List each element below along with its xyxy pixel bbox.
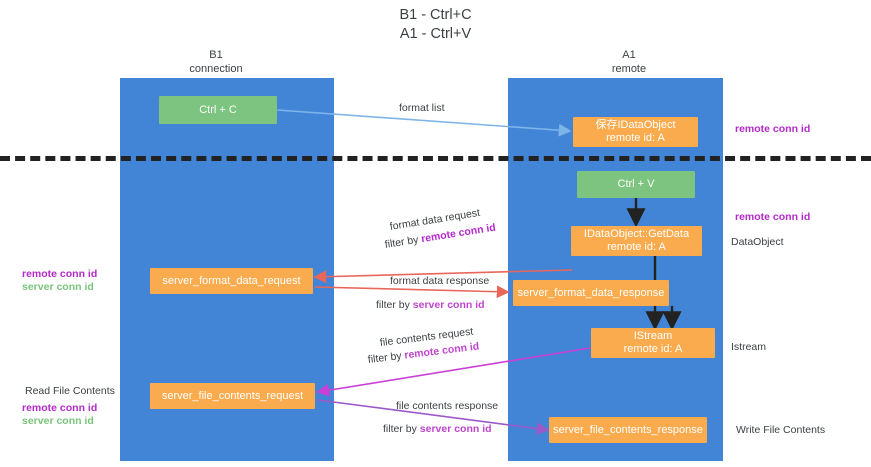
node-ctrl-v-label: Ctrl + V [617,178,655,190]
filter-key-server-conn-id: server conn id [419,423,492,435]
annotation-left-server-conn-id-2: server conn id [22,415,94,427]
annotation-right-write-file-contents: Write File Contents [736,424,826,436]
node-getdata[interactable]: IDataObject::GetData remote id: A [571,226,702,256]
annotation-left-server-conn-id: server conn id [22,281,94,293]
node-server-format-data-response-label: server_format_data_response [517,286,665,299]
column-header-b1-line2: connection [189,63,243,75]
node-ctrl-v[interactable]: Ctrl + V [577,171,695,198]
column-header-a1-line2: remote [611,63,647,75]
edge-label-file-contents-response: file contents response [396,400,499,412]
column-header-a1-line1: A1 [622,49,636,61]
node-istream-line2: remote id: A [623,343,683,355]
node-server-file-contents-request[interactable]: server_file_contents_request [150,383,315,409]
filter-prefix: filter by [383,423,420,435]
node-server-file-contents-response[interactable]: server_file_contents_response [549,417,707,443]
filter-key-server-conn-id: server conn id [412,299,485,311]
annotation-left-remote-conn-id-2: remote conn id [22,402,98,414]
node-getdata-line1: IDataObject::GetData [583,228,690,240]
annotation-right-remote-conn-id-mid: remote conn id [735,211,811,223]
node-ctrl-c-label: Ctrl + C [199,103,237,116]
node-ctrl-c[interactable]: Ctrl + C [159,96,277,124]
column-header-a1: A1 remote [549,48,709,76]
edge-label-format-list: format list [399,102,445,114]
annotation-right-remote-conn-id-top: remote conn id [735,123,811,135]
node-istream[interactable]: IStream remote id: A [591,328,715,358]
node-server-file-contents-request-label: server_file_contents_request [161,389,304,402]
diagram-title: B1 - Ctrl+C A1 - Ctrl+V [0,6,871,44]
filter-prefix: filter by [376,299,413,311]
node-getdata-line2: remote id: A [607,241,666,253]
node-server-file-contents-response-label: server_file_contents_response [553,423,703,436]
node-istream-line1: IStream [633,330,673,342]
node-server-format-data-request[interactable]: server_format_data_request [150,268,313,294]
diagram-title-line1: B1 - Ctrl+C [399,7,472,23]
column-header-b1-line1: B1 [209,49,223,61]
annotation-right-istream: Istream [731,341,767,353]
node-save-idataobject-line1: 保存IDataObject [595,119,676,131]
node-server-format-data-request-label: server_format_data_request [162,274,301,287]
annotation-right-dataobject: DataObject [731,236,784,248]
diagram-title-line2: A1 - Ctrl+V [399,26,472,42]
column-header-b1: B1 connection [136,48,296,76]
node-save-idataobject[interactable]: 保存IDataObject remote id: A [573,117,698,147]
node-server-format-data-response[interactable]: server_format_data_response [513,280,669,306]
edge-label-file-contents-response-filter: filter by server conn id [383,423,492,436]
annotation-left-remote-conn-id: remote conn id [22,268,98,280]
edge-label-format-data-response-filter: filter by server conn id [376,299,485,312]
annotation-left-read-file-contents: Read File Contents [25,385,115,397]
filter-prefix: filter by [367,349,406,366]
edge-label-format-data-response: format data response [390,275,490,287]
node-save-idataobject-line2: remote id: A [606,132,665,144]
filter-prefix: filter by [383,233,423,251]
section-divider [0,156,871,161]
